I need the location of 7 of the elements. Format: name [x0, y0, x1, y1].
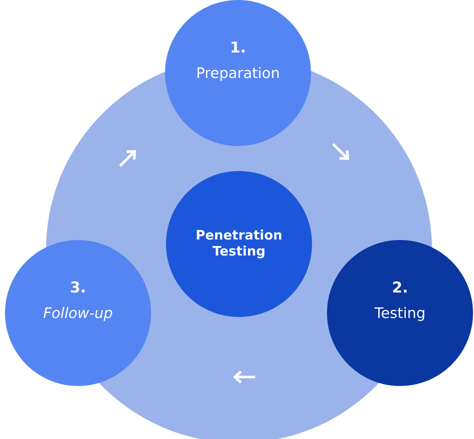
circle-node: Penetration Testing: [166, 171, 312, 317]
step-number: 3.: [70, 281, 85, 293]
step-number: 2.: [393, 281, 407, 293]
step-label: Testing: [374, 306, 424, 321]
step-label: Preparation: [198, 66, 279, 81]
step-number: 1.: [232, 42, 245, 52]
step-label: Follow-up: [44, 306, 112, 321]
